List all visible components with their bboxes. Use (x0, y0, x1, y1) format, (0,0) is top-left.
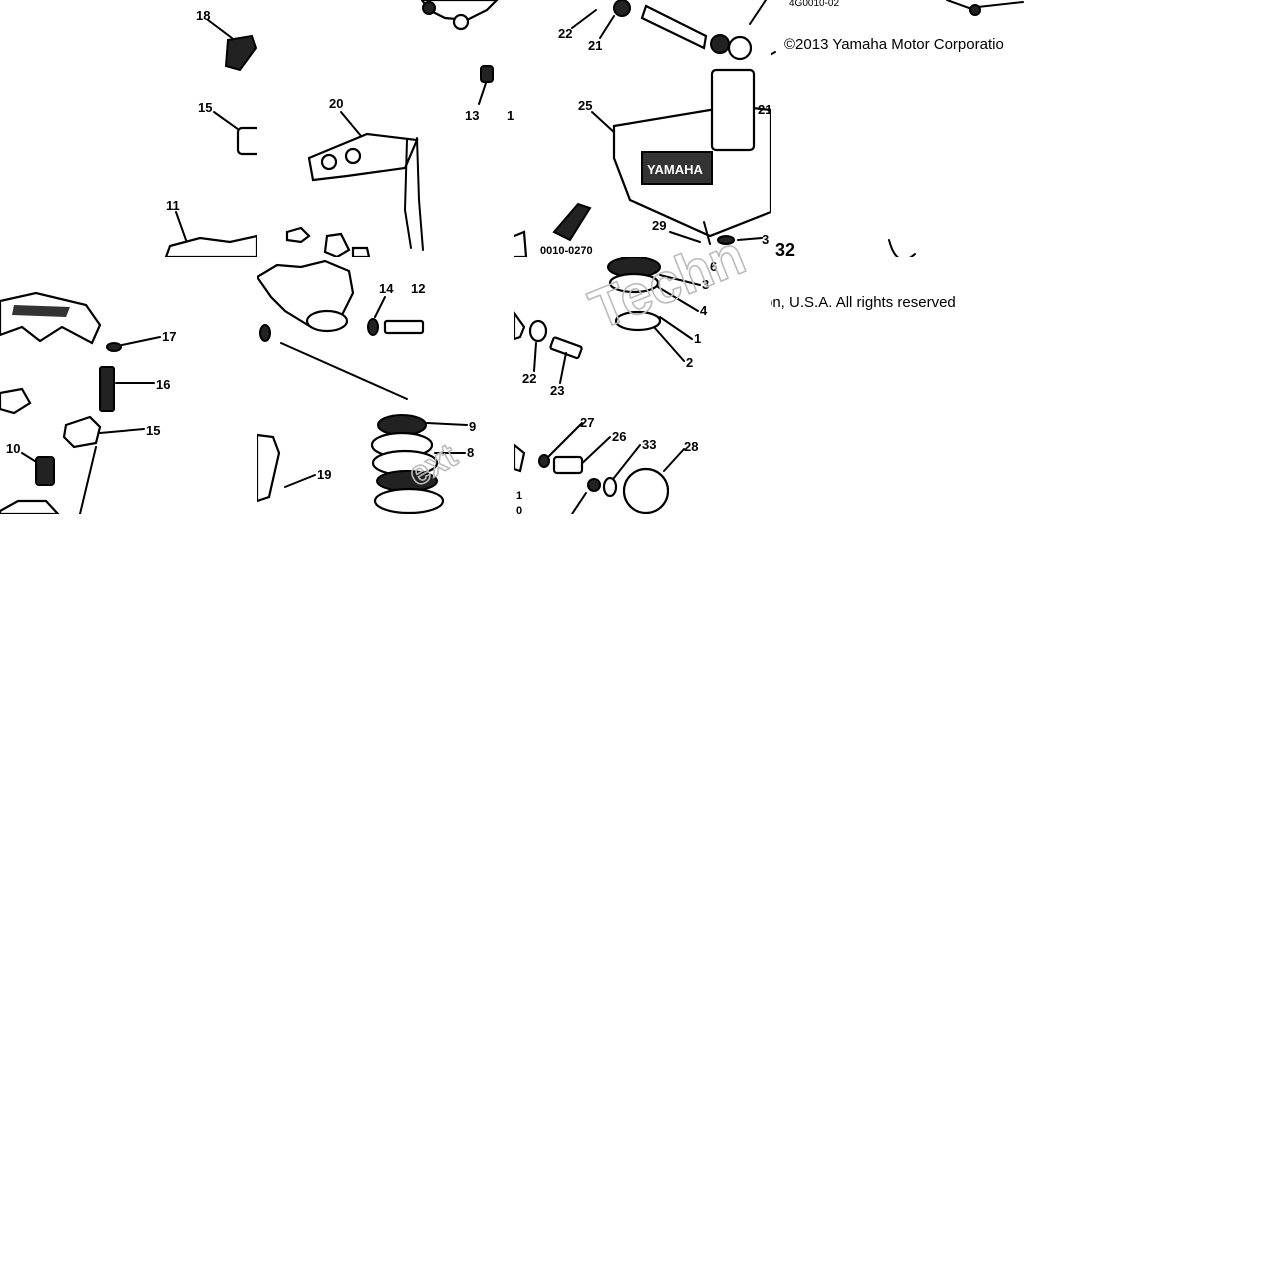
diagram-tile-top-right: 22 21 25 YAMAHA 21 29 3 0010-0270 (514, 0, 771, 257)
diagram-tile-mid-right: 6 3 4 1 2 22 23 27 26 33 28 (514, 257, 771, 514)
callout-label: 22 (558, 26, 572, 41)
callout-label: 15 (146, 423, 160, 438)
callout-label: 20 (329, 96, 343, 111)
callout-label: 33 (642, 437, 656, 452)
cap-part-icon (622, 467, 670, 514)
callout-label: 22 (522, 371, 536, 386)
callout-label: 19 (317, 467, 331, 482)
copyright-text: ©2013 Yamaha Motor Corporatio (784, 36, 1004, 53)
watermark: Techn (580, 222, 754, 340)
bearing-stack-icon (607, 257, 662, 332)
callout-label: 28 (684, 439, 698, 454)
top-cover-icon (0, 291, 102, 345)
callout-label: 3 (762, 232, 769, 247)
callout-label: 14 (379, 281, 394, 296)
brand-text: YAMAHA (647, 162, 703, 177)
watermark-text: Techn (581, 222, 754, 340)
callout-label: 0 (516, 505, 522, 514)
callout-label: 2 (686, 355, 693, 370)
callout-label: 17 (162, 329, 176, 344)
callout-label: 26 (612, 429, 626, 444)
callout-label: 18 (196, 8, 210, 23)
callout-label: 32 (775, 240, 795, 257)
callout-label: 23 (550, 383, 564, 398)
collar-part-icon (236, 126, 257, 156)
callout-label: 29 (652, 218, 666, 233)
nut-part-icon (480, 65, 494, 83)
callout-label: 21 (588, 38, 602, 53)
callout-label: 25 (578, 98, 592, 113)
clip-part-icon (224, 34, 257, 72)
drawing-code: 4G0010-02 (789, 0, 839, 9)
callout-label: 4 (700, 303, 708, 318)
callout-label: 6 (710, 259, 717, 274)
bracket-part-icon (164, 234, 257, 257)
bolt-part-icon (35, 456, 55, 486)
callout-label: 3 (702, 277, 709, 292)
copyright-text-tail: on, U.S.A. All rights reserved (764, 294, 956, 311)
bolt-part-icon (552, 455, 584, 475)
bearing-stack-icon (370, 414, 445, 514)
callout-label: 15 (198, 100, 212, 115)
callout-label: 12 (411, 281, 425, 296)
stay-plate-icon (307, 132, 419, 182)
callout-label: 10 (6, 441, 20, 456)
diagram-tile-far-right: 4G0010-02 32 ©2013 Yamaha Motor Corporat… (771, 0, 1028, 257)
callout-label: 13 (465, 108, 479, 123)
callout-label: 14 (507, 108, 514, 123)
callout-label: 16 (156, 377, 170, 392)
diagram-tile-mid-center: 14 12 9 8 19 ext (257, 257, 514, 514)
callout-label: 21 (758, 102, 771, 117)
emblem-part-icon (552, 202, 592, 242)
bolt-part-icon (99, 366, 115, 412)
callout-label: 27 (580, 415, 594, 430)
bolt-part-icon (383, 319, 425, 335)
diagram-tile-top-left: 18 15 11 (0, 0, 257, 257)
callout-label: 11 (166, 198, 180, 213)
holder-part-icon (62, 415, 102, 449)
callout-label: 1 (516, 490, 522, 502)
callout-label: 8 (467, 445, 474, 460)
diagram-tile-top-middle: 24 20 13 14 (257, 0, 514, 257)
drawing-code: 0010-0270 (540, 245, 593, 257)
callout-label: 1 (694, 331, 701, 346)
diagram-tile-mid-left: 17 16 15 10 (0, 257, 257, 514)
steering-lock-icon (257, 433, 281, 503)
bolt-part-icon (549, 336, 583, 360)
callout-label: 9 (469, 419, 476, 434)
steering-stem-icon (640, 4, 708, 50)
